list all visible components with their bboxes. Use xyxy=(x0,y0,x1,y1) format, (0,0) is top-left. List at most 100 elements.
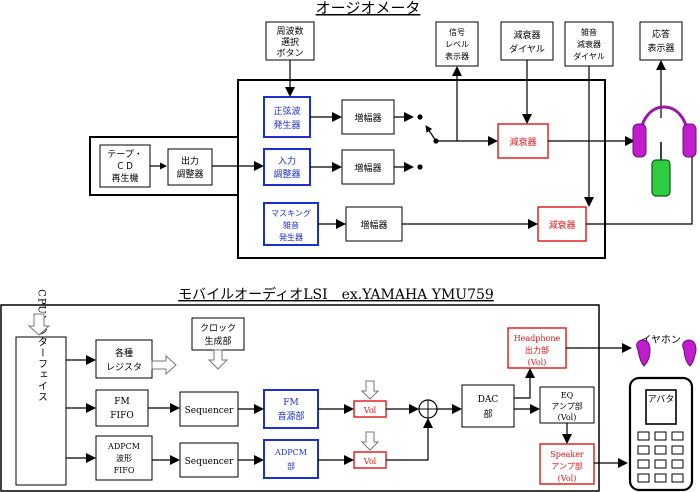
earphones-icon xyxy=(636,339,697,367)
svg-text:アンプ部: アンプ部 xyxy=(551,461,582,471)
svg-text:(Vol): (Vol) xyxy=(558,413,577,422)
sequencer-box-fm: Sequencer xyxy=(179,391,239,427)
clock-output-hollow-arrow xyxy=(207,349,229,370)
svg-text:増幅器: 増幅器 xyxy=(354,162,381,174)
svg-text:増幅器: 増幅器 xyxy=(360,219,387,231)
headphones-icon xyxy=(632,105,697,158)
registers-box: 各種 レジスタ xyxy=(95,339,153,379)
cpu-input-hollow-arrow xyxy=(27,313,51,336)
mobile-audio-lsi-title: モバイルオーディオLSI ex.YAMAHA YMU759 xyxy=(178,286,494,303)
svg-text:出力: 出力 xyxy=(181,155,199,167)
sequencer-box-adpcm: Sequencer xyxy=(179,442,239,478)
audiometer-wires xyxy=(150,60,694,229)
svg-text:発生器: 発生器 xyxy=(273,119,300,131)
svg-text:各種: 各種 xyxy=(115,347,133,359)
vol-box-fm: Vol xyxy=(353,400,387,418)
svg-text:正弦波: 正弦波 xyxy=(273,105,300,117)
amplifier-box-1: 増幅器 xyxy=(341,99,395,135)
svg-text:調整器: 調整器 xyxy=(176,168,203,180)
svg-text:応答: 応答 xyxy=(652,28,670,40)
fm-sound-source-box: FM 音源部 xyxy=(263,389,319,429)
noise-attenuator-dial-box: 雑音 減衰器 ダイヤル xyxy=(564,21,614,67)
svg-text:マスキング: マスキング xyxy=(271,208,311,218)
svg-text:ＣＤ: ＣＤ xyxy=(116,162,134,172)
eq-amp-box: EQ アンプ部 (Vol) xyxy=(539,386,595,424)
lsi-wires xyxy=(66,343,632,468)
svg-text:選択: 選択 xyxy=(281,36,299,48)
svg-text:(Vol): (Vol) xyxy=(558,474,577,483)
svg-text:FM: FM xyxy=(283,398,298,408)
svg-text:DAC: DAC xyxy=(478,395,499,405)
svg-text:Vol: Vol xyxy=(363,406,377,415)
svg-text:波形: 波形 xyxy=(116,453,132,463)
svg-text:Sequencer: Sequencer xyxy=(185,406,235,416)
svg-text:周波数: 周波数 xyxy=(276,25,303,37)
svg-text:減衰器: 減衰器 xyxy=(548,219,575,231)
svg-text:ボタン: ボタン xyxy=(276,48,303,59)
attenuator-box-1: 減衰器 xyxy=(497,123,549,159)
registers-output-hollow-arrow xyxy=(151,354,177,376)
attenuator-dial-box: 減衰器 ダイヤル xyxy=(500,21,554,61)
mixer-summing-junction xyxy=(418,399,438,419)
adpcm-unit-box: ADPCM 部 xyxy=(263,439,319,479)
svg-text:CPUインターフェイス: CPUインターフェイス xyxy=(36,289,48,403)
svg-text:(Vol): (Vol) xyxy=(528,358,547,367)
svg-text:信号: 信号 xyxy=(449,27,465,37)
svg-text:減衰器: 減衰器 xyxy=(577,39,601,49)
svg-text:Speaker: Speaker xyxy=(550,450,584,459)
tape-cd-player-box: テープ・ ＣＤ 再生機 xyxy=(89,136,239,196)
vol-box-adpcm: Vol xyxy=(353,451,387,469)
svg-text:音源部: 音源部 xyxy=(277,410,304,422)
svg-text:再生機: 再生機 xyxy=(111,172,138,184)
svg-text:テープ・: テープ・ xyxy=(107,149,142,160)
svg-text:FM: FM xyxy=(114,397,129,407)
svg-text:雑音: 雑音 xyxy=(581,27,597,37)
svg-text:増幅器: 増幅器 xyxy=(354,112,381,124)
svg-text:EQ: EQ xyxy=(561,391,574,400)
headphone-output-box: Headphone 出力部 (Vol) xyxy=(507,327,567,369)
svg-text:FIFO: FIFO xyxy=(114,466,135,475)
signal-level-display-box: 信号 レベル 表示器 xyxy=(435,21,479,67)
svg-text:生成部: 生成部 xyxy=(204,335,231,347)
earphone-label: イヤホン xyxy=(641,334,681,346)
svg-text:ADPCM: ADPCM xyxy=(107,442,140,451)
svg-text:Sequencer: Sequencer xyxy=(185,457,235,467)
clock-generator-box: クロック 生成部 xyxy=(191,317,245,351)
svg-text:部: 部 xyxy=(287,461,295,471)
mobile-phone-icon: アバタ xyxy=(628,376,694,492)
svg-text:レジスタ: レジスタ xyxy=(106,362,142,373)
svg-text:FIFO: FIFO xyxy=(110,411,133,421)
svg-text:表示器: 表示器 xyxy=(647,42,674,54)
response-display-box: 応答 表示器 xyxy=(639,21,683,61)
svg-text:Headphone: Headphone xyxy=(514,334,561,343)
svg-text:レベル: レベル xyxy=(445,40,469,49)
amplifier-box-2: 増幅器 xyxy=(341,149,395,185)
masking-noise-generator-box: マスキング 雑音 発生器 xyxy=(263,202,319,246)
fm-fifo-box: FM FIFO xyxy=(95,389,149,427)
svg-text:Vol: Vol xyxy=(363,457,377,466)
svg-text:表示器: 表示器 xyxy=(445,51,469,61)
svg-text:ダイヤル: ダイヤル xyxy=(509,43,545,55)
cpu-interface-box: CPUインターフェイス xyxy=(15,289,67,486)
svg-text:減衰器: 減衰器 xyxy=(513,29,540,41)
frequency-select-button-box: 周波数 選択 ボタン xyxy=(265,21,315,61)
amplifier-box-3: 増幅器 xyxy=(345,206,403,242)
input-adjuster-box: 入力 調整器 xyxy=(263,148,311,186)
svg-text:発生器: 発生器 xyxy=(279,232,303,242)
lsi-frame xyxy=(0,304,600,492)
svg-text:入力: 入力 xyxy=(278,155,296,167)
svg-text:ダイヤル: ダイヤル xyxy=(573,51,605,61)
adpcm-fifo-box: ADPCM 波形 FIFO xyxy=(95,435,153,481)
svg-text:ADPCM: ADPCM xyxy=(274,448,307,457)
vol-fm-hollow-arrow xyxy=(360,380,380,400)
output-adjuster-box: 出力 調整器 xyxy=(167,148,213,186)
avatar-label: アバタ xyxy=(648,394,675,405)
svg-text:クロック: クロック xyxy=(200,323,236,334)
sine-wave-generator-box: 正弦波 発生器 xyxy=(263,96,311,138)
dac-box: DAC 部 xyxy=(461,384,515,428)
svg-text:アンプ部: アンプ部 xyxy=(551,401,582,411)
svg-text:出力部: 出力部 xyxy=(525,345,549,355)
svg-text:雑音: 雑音 xyxy=(283,220,299,230)
attenuator-box-2: 減衰器 xyxy=(537,206,587,242)
